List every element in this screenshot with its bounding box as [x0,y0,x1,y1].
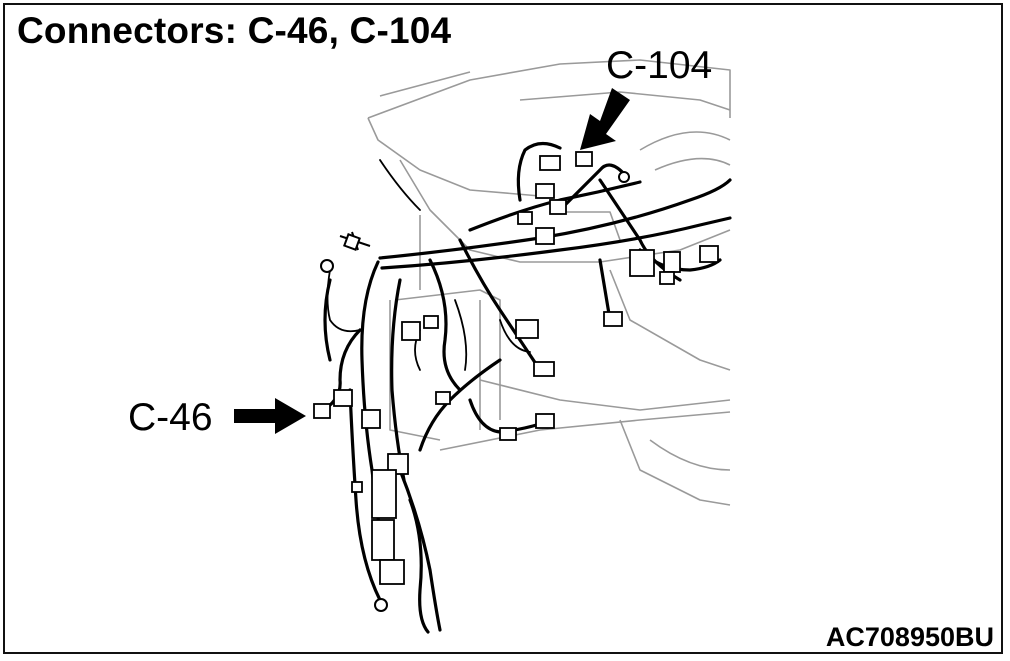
callout-c46: C-46 [128,396,213,439]
dashboard-outline [367,59,731,506]
connector-c104 [575,151,593,167]
thin-wires [326,159,531,371]
figure-frame [3,3,1003,654]
ground-terminals [320,171,630,612]
arrow-right-icon [234,398,306,434]
connectors [313,151,719,585]
connector-c46 [313,403,331,419]
figure-code: AC708950BU [825,622,994,652]
arrow-down-left-icon [580,88,630,150]
figure-title: Connectors: C-46, C-104 [17,10,452,51]
callout-c104: C-104 [606,44,713,87]
